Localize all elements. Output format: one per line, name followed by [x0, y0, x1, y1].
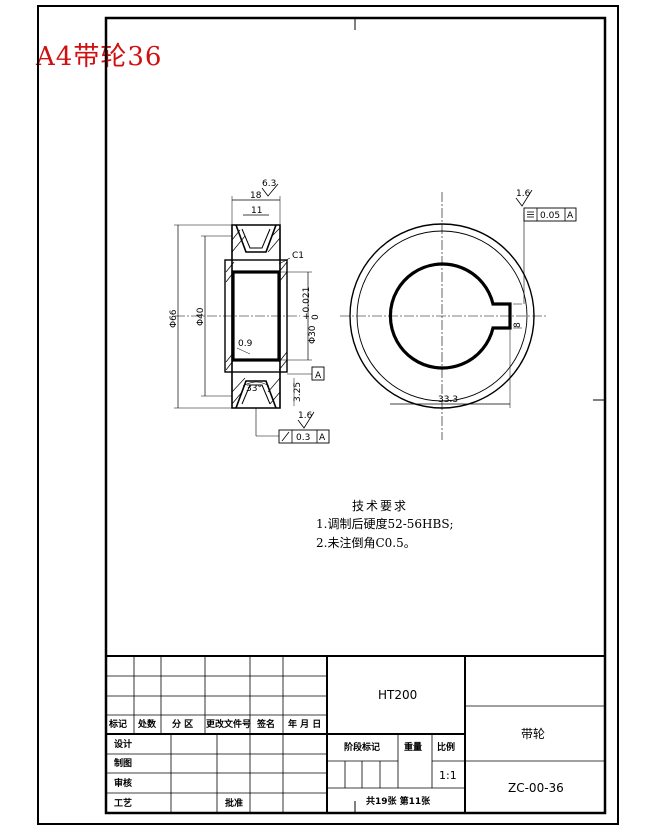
runout-datum: A: [319, 433, 326, 443]
sheet-title: A4带轮36: [36, 42, 163, 72]
scale-value: 1:1: [439, 769, 457, 782]
rev-header-zone: 分 区: [172, 718, 193, 730]
rev-header-mark: 标记: [108, 718, 127, 730]
stage-label: 阶段标记: [344, 741, 380, 753]
material: HT200: [378, 688, 417, 702]
drawing-number: ZC-00-36: [508, 781, 564, 795]
approve-label: 批准: [225, 797, 243, 809]
role-check: 审核: [114, 777, 132, 789]
keyway-depth: 33.3: [438, 395, 458, 405]
role-draw: 制图: [114, 757, 132, 769]
rev-header-date: 年 月 日: [288, 718, 321, 730]
keyway-width: 8: [513, 322, 523, 328]
dim-offset: 3.25: [293, 382, 303, 402]
title-block: [106, 655, 605, 813]
sheet-count: 共19张 第11张: [366, 795, 431, 807]
dim-mid-dia: Φ40: [196, 307, 206, 326]
outer-border: [37, 5, 619, 825]
rev-header-doc: 更改文件号: [206, 718, 251, 730]
role-process: 工艺: [114, 797, 132, 809]
runout-value: 0.3: [296, 433, 310, 443]
dim-bore: Φ30: [308, 325, 318, 344]
requirements-heading: 技术要求: [352, 499, 408, 513]
dim-outer-dia: Φ66: [169, 309, 179, 328]
dim-groove-angle: 33°: [246, 384, 262, 394]
dim-bore-tol-lower: 0: [311, 314, 321, 320]
requirement-2: 2.未注倒角C0.5。: [316, 535, 416, 550]
rev-header-count: 处数: [137, 718, 157, 730]
sym-datum: A: [567, 211, 574, 221]
inner-border: [104, 16, 607, 815]
roughness-top: 6.3: [262, 179, 276, 189]
dim-groove-r: 0.9: [238, 339, 253, 349]
title-block-text: 标记 处数 分 区 更改文件号 签名 年 月 日 设计 制图 审核 工艺 批准 …: [108, 688, 564, 809]
datum-a: A: [315, 371, 322, 381]
dim-width-top: 18: [250, 191, 262, 201]
end-view: 8 33.3 1.6 0.05 A: [340, 189, 577, 440]
part-name: 带轮: [521, 727, 545, 741]
section-view: Φ66 Φ40 18 11 6.3 C1 Φ30 +0.021 0 0.9 33…: [169, 179, 330, 444]
dim-chamfer: C1: [292, 251, 304, 261]
dim-width-inner: 11: [251, 206, 262, 216]
roughness-bottom: 1.6: [298, 411, 313, 421]
dim-bore-tol-upper: +0.021: [302, 287, 312, 320]
weight-label: 重量: [404, 741, 422, 753]
role-design: 设计: [114, 738, 132, 750]
requirement-1: 1.调制后硬度52-56HBS;: [316, 516, 454, 531]
end-roughness: 1.6: [516, 189, 531, 199]
sym-value: 0.05: [540, 211, 560, 221]
rev-header-sign: 签名: [256, 718, 275, 730]
scale-label: 比例: [437, 741, 455, 753]
